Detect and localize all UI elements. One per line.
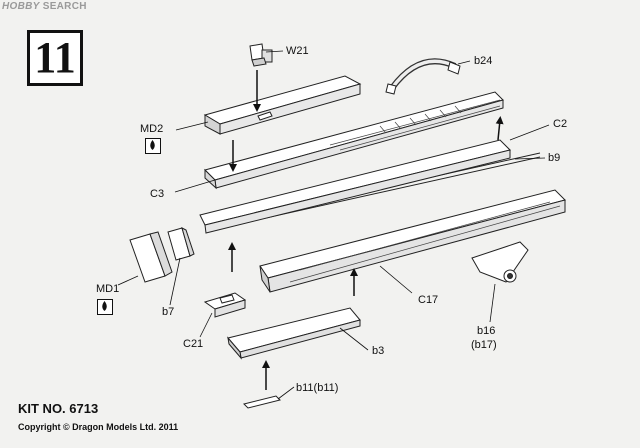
paint-drop-icon-md1 bbox=[97, 299, 113, 315]
part-b7 bbox=[167, 227, 195, 261]
label-c21: C21 bbox=[183, 338, 204, 350]
part-md2 bbox=[203, 75, 362, 135]
step-number-box: 11 bbox=[27, 30, 83, 86]
watermark: HOBBY SEARCH bbox=[2, 1, 87, 12]
kit-number: KIT NO. 6713 bbox=[18, 401, 99, 416]
watermark-text: SEARCH bbox=[42, 1, 87, 12]
label-b3: b3 bbox=[372, 345, 385, 357]
label-b24: b24 bbox=[474, 55, 493, 67]
label-c3: C3 bbox=[150, 188, 165, 200]
part-b16 bbox=[471, 241, 529, 283]
watermark-logo: HOBBY bbox=[2, 1, 40, 12]
part-md1 bbox=[129, 231, 173, 283]
copyright: Copyright © Dragon Models Ltd. 2011 bbox=[18, 422, 179, 432]
label-b17: (b17) bbox=[471, 339, 497, 351]
part-side-frame bbox=[199, 139, 511, 234]
label-b9: b9 bbox=[548, 152, 561, 164]
label-w21: W21 bbox=[286, 45, 309, 57]
part-b24 bbox=[385, 58, 461, 95]
assembly-arrows bbox=[228, 70, 504, 390]
step-number: 11 bbox=[34, 33, 76, 82]
label-b7: b7 bbox=[162, 306, 175, 318]
label-c17: C17 bbox=[418, 294, 439, 306]
leader-lines bbox=[117, 50, 550, 400]
part-b3 bbox=[227, 307, 361, 360]
label-c2: C2 bbox=[553, 118, 568, 130]
part-b11 bbox=[243, 395, 281, 409]
label-b16: b16 bbox=[477, 325, 496, 337]
part-c3 bbox=[204, 91, 504, 190]
part-c21 bbox=[203, 292, 247, 318]
label-b11: b11(b11) bbox=[296, 382, 339, 394]
label-md1: MD1 bbox=[96, 283, 120, 295]
part-c17 bbox=[259, 189, 566, 293]
label-md2: MD2 bbox=[140, 123, 164, 135]
part-w21 bbox=[249, 43, 273, 67]
paint-drop-icon-md2 bbox=[145, 138, 161, 154]
